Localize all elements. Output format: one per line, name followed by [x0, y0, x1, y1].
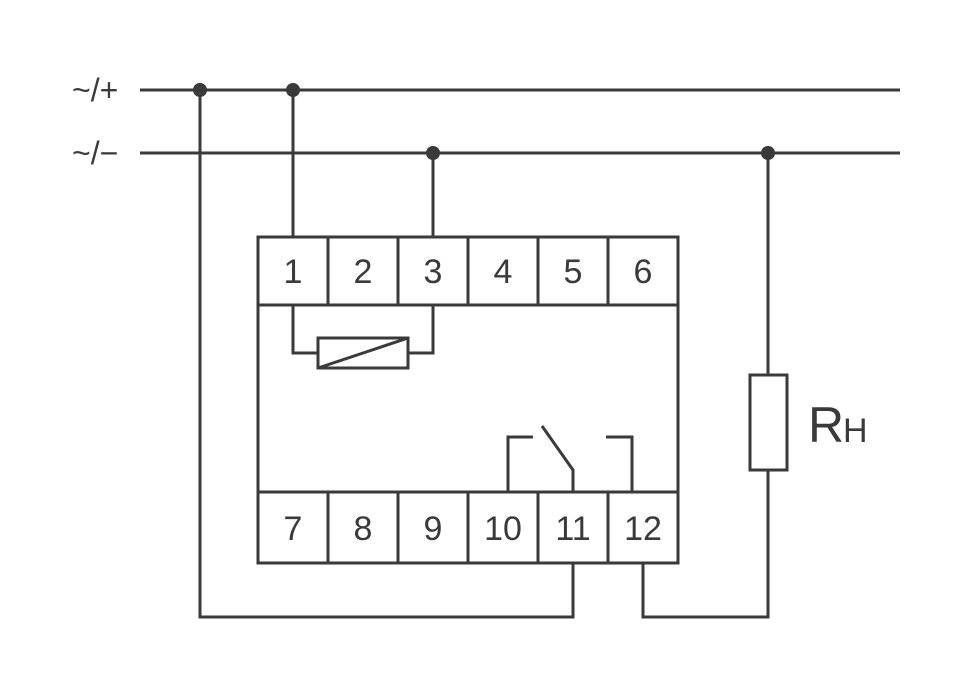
junction-dot: [193, 83, 207, 97]
coil-symbol: [316, 336, 410, 370]
junction-dot: [761, 146, 775, 160]
terminal-number-7: 7: [284, 510, 303, 548]
resistor-symbol: [748, 373, 789, 472]
terminal-number-10: 10: [484, 510, 522, 548]
terminal-number-12: 12: [624, 510, 662, 548]
terminal-number-11: 11: [555, 510, 590, 548]
wire-resistor-to-terminal-12: [641, 470, 770, 619]
schematic-labels: ~/+ ~/− 1 2 3 4 5 6 7 8 9 10 11 12 R H: [72, 72, 868, 548]
junction-dots: [193, 83, 775, 160]
supply-label-positive: ~/+: [72, 72, 118, 108]
junction-dot: [286, 83, 300, 97]
terminal-number-8: 8: [354, 510, 373, 548]
terminal-number-9: 9: [424, 510, 443, 548]
load-label-h: H: [843, 412, 868, 450]
schematic-strokes: [140, 88, 900, 619]
load-label-r: R: [808, 397, 844, 453]
terminal-number-4: 4: [494, 253, 513, 291]
terminal-number-3: 3: [424, 253, 443, 291]
coil-diagonal: [317, 336, 409, 370]
switch-contact-no: [606, 435, 634, 492]
terminal-box-6: [606, 235, 680, 307]
terminal-number-5: 5: [564, 253, 583, 291]
wire-supply-to-terminal-11: [198, 90, 575, 619]
switch-contact-nc: [506, 435, 533, 492]
terminal-number-6: 6: [634, 253, 653, 291]
wire-terminal-1-to-coil: [291, 305, 318, 355]
junction-dot: [426, 146, 440, 160]
terminal-number-1: 1: [284, 253, 303, 291]
switch-blade: [540, 425, 575, 492]
wire-terminal-3-to-coil: [408, 305, 435, 355]
terminal-number-2: 2: [354, 253, 373, 291]
supply-label-negative: ~/−: [72, 135, 118, 171]
